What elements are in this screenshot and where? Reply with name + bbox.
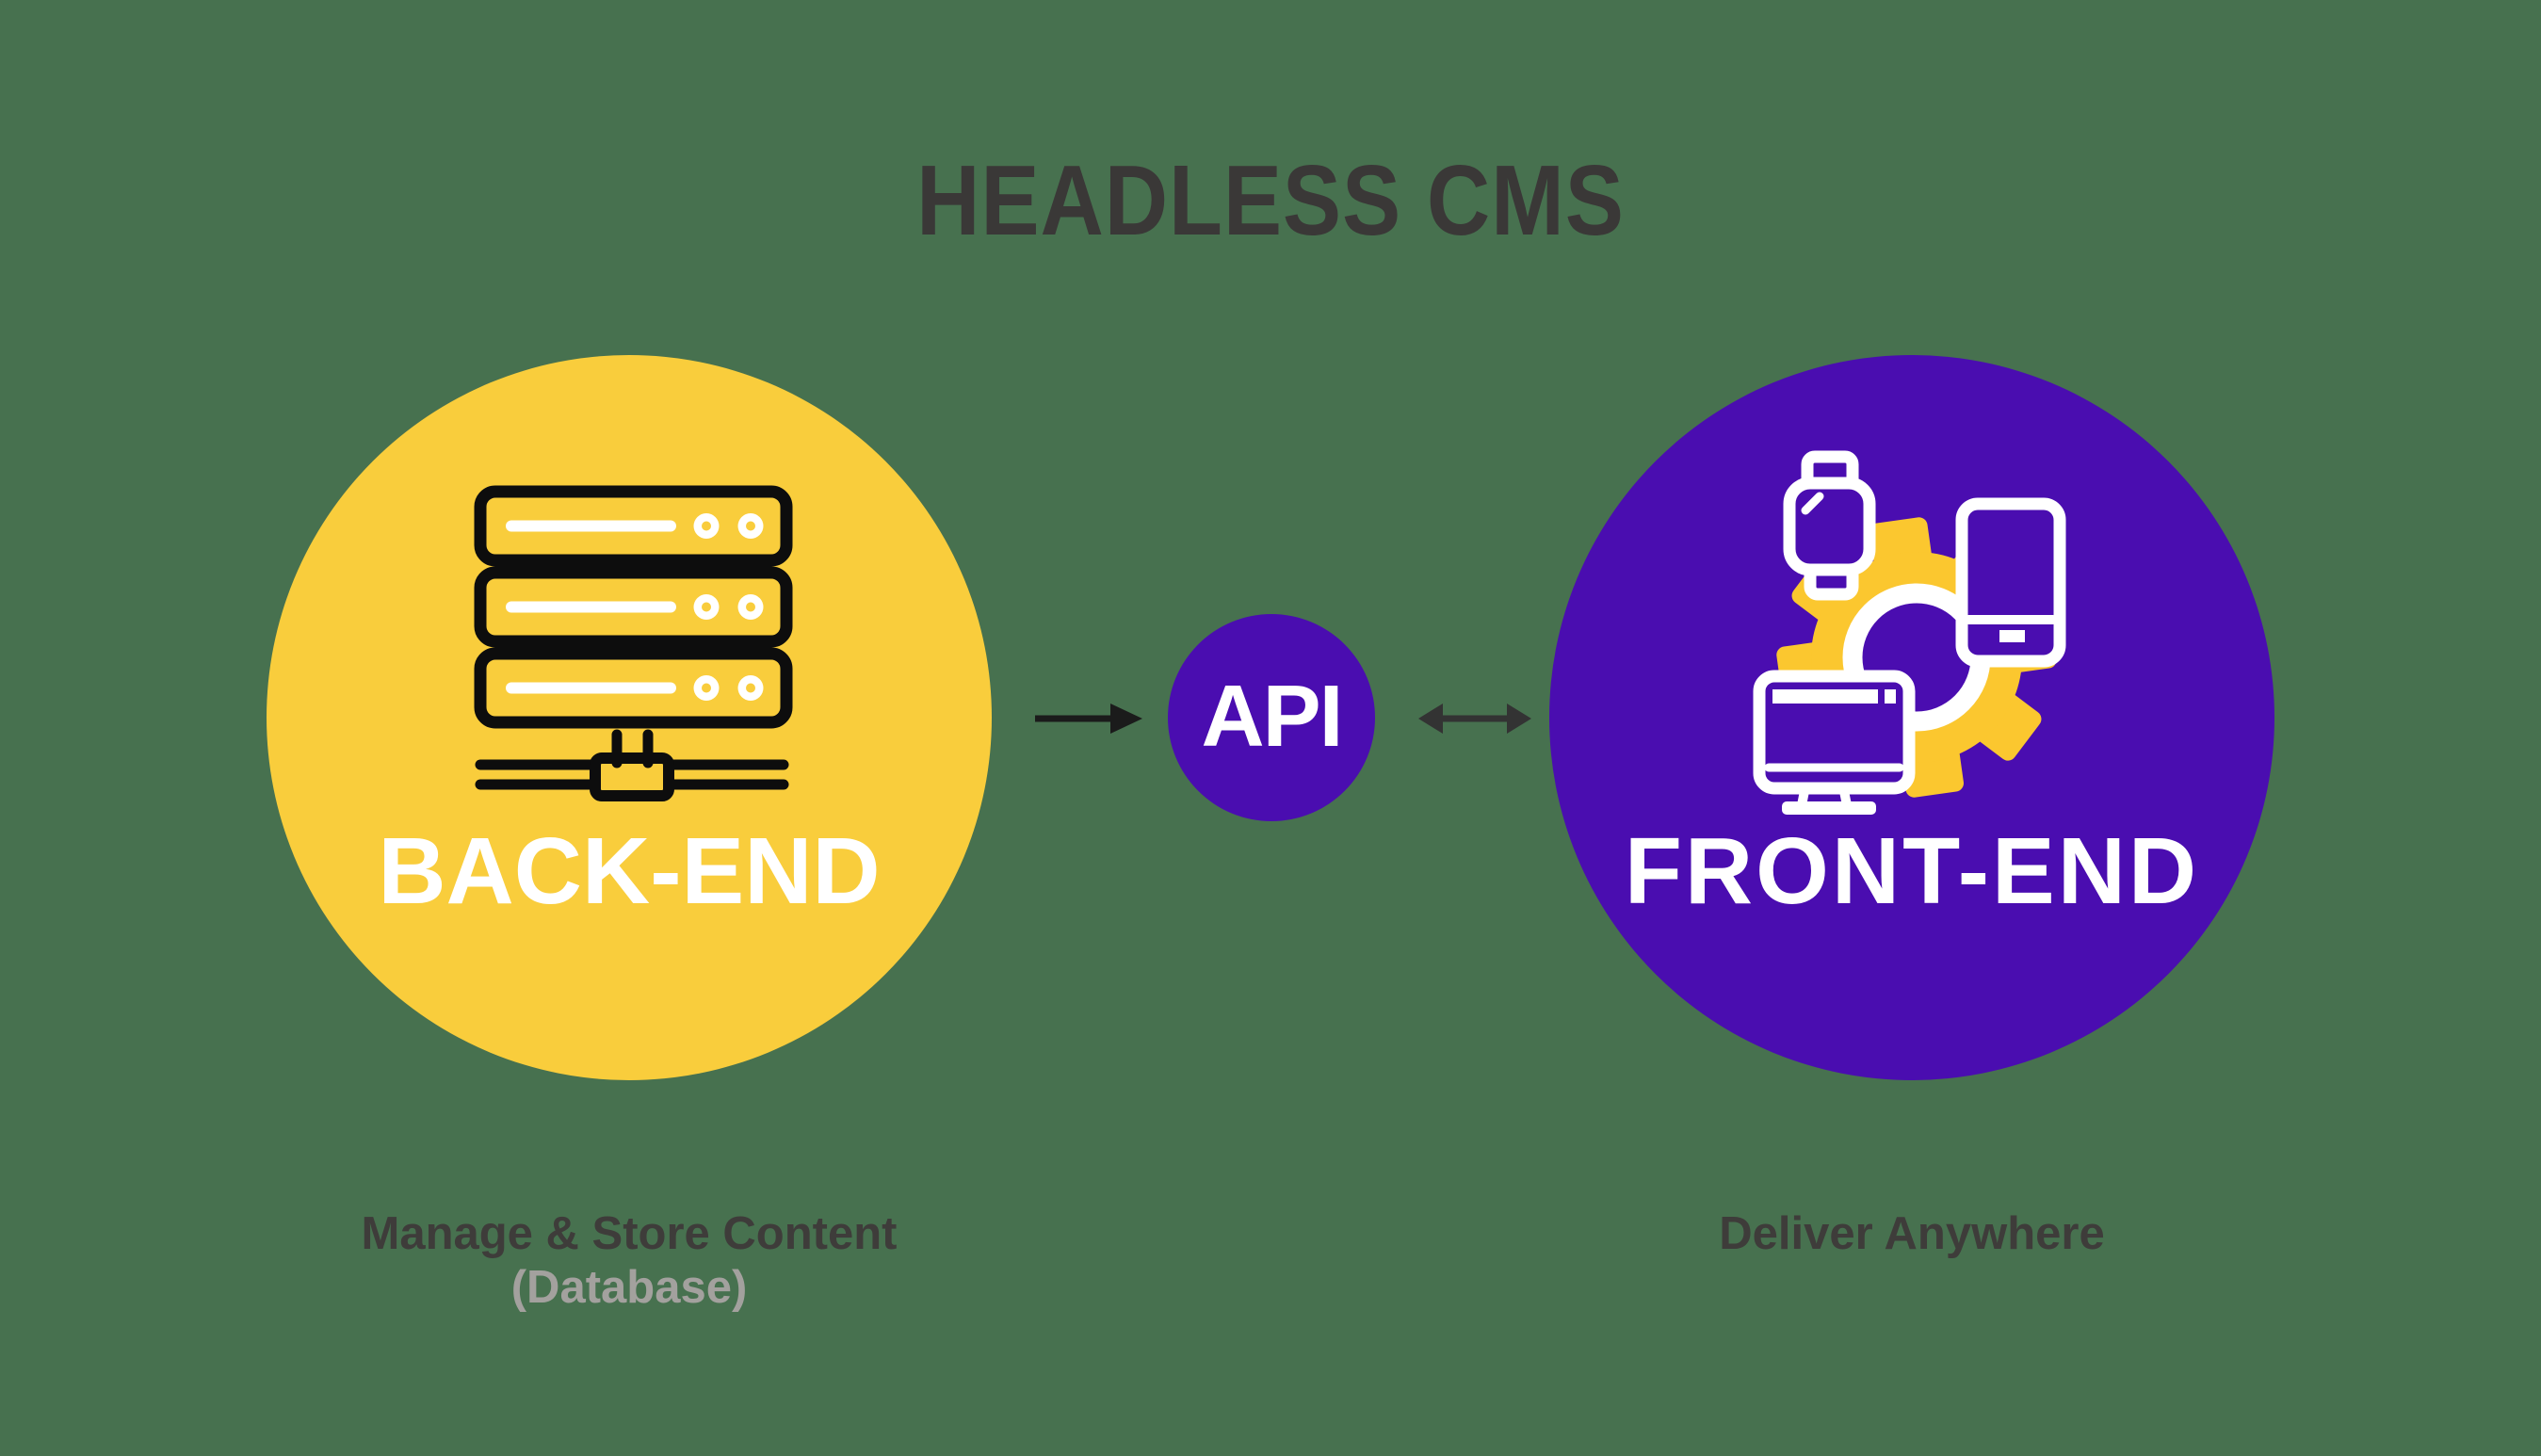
backend-label: BACK-END bbox=[378, 818, 881, 924]
smartphone-icon bbox=[1955, 497, 2066, 668]
server-row bbox=[474, 485, 793, 567]
backend-caption: Manage & Store Content (Database) bbox=[267, 1207, 992, 1315]
server-stack-icon bbox=[474, 485, 793, 801]
arrow-double-icon bbox=[1418, 704, 1531, 734]
frontend-label: FRONT-END bbox=[1624, 818, 2200, 924]
monitor-icon bbox=[1753, 670, 1916, 815]
plug-connector-icon bbox=[475, 729, 789, 801]
smartwatch-icon bbox=[1783, 450, 1876, 601]
server-row bbox=[474, 566, 793, 648]
frontend-caption: Deliver Anywhere bbox=[1549, 1207, 2274, 1261]
api-circle bbox=[1168, 614, 1375, 821]
frontend-caption-text: Deliver Anywhere bbox=[1719, 1208, 2105, 1259]
backend-caption-text: Manage & Store Content bbox=[361, 1208, 898, 1259]
arrow-right-icon bbox=[1035, 704, 1142, 734]
backend-caption-sub: (Database) bbox=[510, 1262, 748, 1313]
api-label: API bbox=[1201, 667, 1343, 765]
page-title: HEADLESS CMS bbox=[916, 145, 1625, 256]
devices-gear-icon bbox=[1753, 450, 2066, 815]
server-row bbox=[474, 647, 793, 729]
